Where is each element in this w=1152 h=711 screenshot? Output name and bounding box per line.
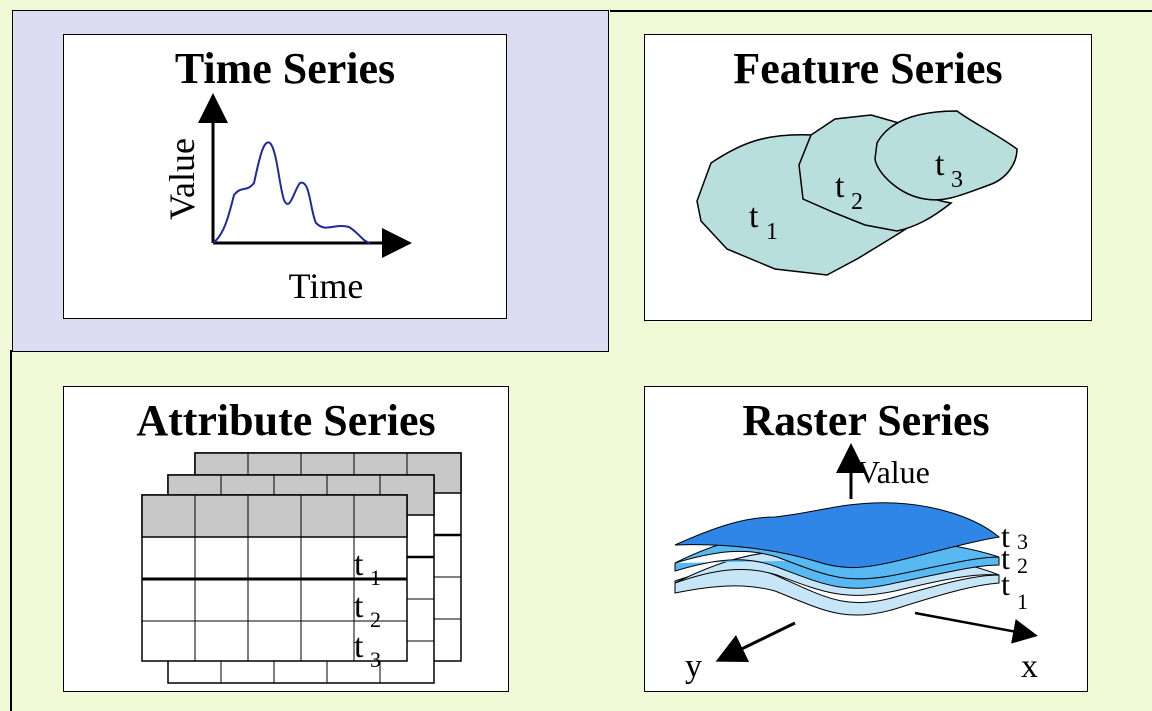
x-axis-label: Time <box>289 266 364 306</box>
y-axis <box>715 621 796 662</box>
raster-series-panel: Raster Series Value x y t 3 t 2 t 1 <box>644 386 1088 692</box>
attribute-label-t2: t 2 <box>354 588 381 632</box>
feature-label-t1: t 1 <box>749 198 778 245</box>
raster-t2-label: t <box>1001 540 1010 576</box>
feature-t1-label: t <box>749 198 759 235</box>
time-series-curve <box>212 141 371 244</box>
raster-label-t2: t 2 <box>1001 540 1028 578</box>
raster-series-graph: Value x y t 3 t 2 t 1 <box>674 443 1038 685</box>
feature-series-panel: Feature Series t 1 t 2 t 3 <box>644 34 1092 321</box>
time-series-title: Time Series <box>174 44 396 93</box>
attribute-t3-subscript: 3 <box>370 647 381 672</box>
attribute-table-front <box>141 494 408 662</box>
y-axis-label: Value <box>162 138 202 220</box>
time-series-graph: Value Time <box>162 93 412 306</box>
x-axis-label: x <box>1021 648 1038 685</box>
feature-label-t2: t 2 <box>835 168 863 215</box>
attribute-t1-subscript: 1 <box>370 565 381 590</box>
raster-label-t3: t 3 <box>1001 518 1028 554</box>
feature-t3-shape <box>874 110 1018 201</box>
feature-t2-label: t <box>835 168 845 205</box>
attribute-series-tables: t 1 t 2 t 3 <box>141 452 462 684</box>
attribute-t2-subscript: 2 <box>370 607 381 632</box>
attribute-label-t1: t 1 <box>354 546 381 590</box>
feature-t3-label: t <box>935 146 945 183</box>
raster-t1-label: t <box>1001 566 1010 602</box>
attribute-t3-label: t <box>354 628 364 665</box>
feature-t3-subscript: 3 <box>951 167 963 193</box>
feature-t2-subscript: 2 <box>851 189 863 215</box>
raster-t3-subscript: 3 <box>1017 529 1028 554</box>
left-divider <box>10 350 12 711</box>
raster-t2-subscript: 2 <box>1017 553 1028 578</box>
value-axis-label: Value <box>857 454 930 490</box>
attribute-t2-label: t <box>354 588 364 625</box>
time-series-panel: Time Series Value Time <box>63 34 507 319</box>
attribute-series-panel: Attribute Series <box>63 386 509 692</box>
feature-label-t3: t 3 <box>935 146 963 193</box>
raster-label-t1: t 1 <box>1001 566 1028 614</box>
raster-series-title: Raster Series <box>742 396 990 445</box>
raster-layer-t3 <box>674 502 1001 568</box>
feature-t1-subscript: 1 <box>766 219 778 245</box>
top-divider <box>610 10 1152 12</box>
raster-layer-t1 <box>674 567 1000 616</box>
attribute-label-t3: t 3 <box>354 628 381 672</box>
feature-series-title: Feature Series <box>733 44 1003 93</box>
raster-t1-subscript: 1 <box>1017 589 1028 614</box>
feature-series-graph: t 1 t 2 t 3 <box>696 110 1018 276</box>
x-axis <box>914 611 1038 644</box>
y-axis-label: y <box>685 648 702 685</box>
attribute-t1-label: t <box>354 546 364 583</box>
raster-t3-label: t <box>1001 518 1010 554</box>
attribute-series-title: Attribute Series <box>136 396 436 445</box>
